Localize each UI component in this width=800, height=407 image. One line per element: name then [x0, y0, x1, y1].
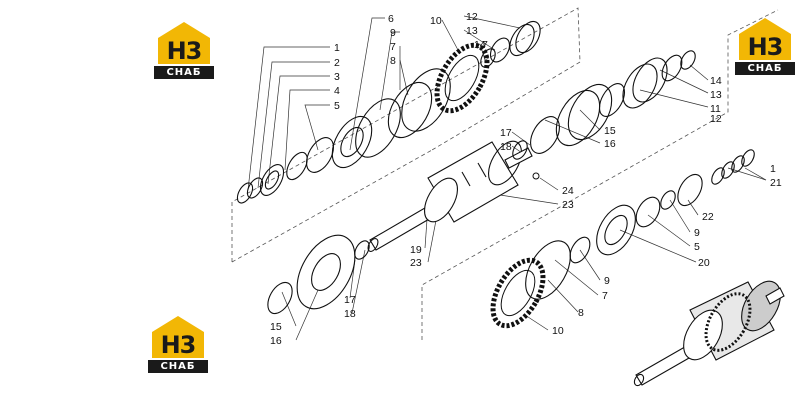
main-shaft: [367, 140, 533, 252]
logo-plate: [739, 34, 791, 60]
assembled-view: [633, 280, 785, 387]
logo-mark: H3: [160, 331, 197, 359]
callout-label: 7: [602, 290, 608, 302]
logo-mark: H3: [166, 37, 203, 65]
callout-label: 12: [466, 11, 478, 23]
callout-label: 18: [500, 141, 512, 153]
callout-label: 12: [710, 113, 722, 125]
callout-label: 19: [410, 244, 422, 256]
callout-label: 8: [578, 307, 584, 319]
callout-label: 15: [270, 321, 282, 333]
callout-label: 9: [390, 27, 396, 39]
logo-plate: [158, 38, 210, 64]
callout-label: 16: [604, 138, 616, 150]
lower-left-group: [267, 234, 370, 315]
callout-label: 6: [388, 13, 394, 25]
logo-name: CHAБ: [154, 66, 214, 79]
callout-label: 9: [604, 275, 610, 287]
logo-plate: [152, 332, 204, 358]
callout-label: 11: [710, 103, 721, 115]
callout-label: 17: [500, 127, 512, 139]
upper-right-rings: [480, 20, 541, 68]
logo-roof-icon: [739, 18, 791, 34]
logo-roof-icon: [152, 316, 204, 332]
small-plug: [532, 172, 540, 180]
callout-label: 7: [482, 39, 488, 51]
logo-mark: H3: [747, 33, 784, 61]
logo-name: CHAБ: [735, 62, 795, 75]
callout-label: 18: [344, 308, 356, 320]
callout-label: 4: [334, 85, 340, 97]
brand-logo: H3 CHAБ: [733, 18, 795, 76]
callout-label: 1: [334, 42, 340, 54]
callout-label: 23: [410, 257, 422, 269]
callout-label: 5: [334, 100, 340, 112]
right-upper-group: [512, 50, 696, 160]
clutch-plate-upper: [434, 42, 490, 114]
callout-label: 9: [694, 227, 700, 239]
callout-label: 7: [390, 41, 396, 53]
logo-roof-icon: [158, 22, 210, 38]
brand-logo: H3 CHAБ: [152, 22, 214, 80]
callout-label: 23: [562, 199, 574, 211]
callout-label: 21: [770, 177, 782, 189]
callout-label: 14: [474, 39, 486, 51]
right-lower-group: [525, 149, 755, 300]
callout-label: 24: [562, 185, 574, 197]
callout-label: 14: [710, 75, 722, 87]
logo-name: CHAБ: [148, 360, 208, 373]
callout-label: 2: [334, 57, 340, 69]
callout-label: 1: [770, 163, 776, 175]
brand-logo: H3 CHAБ: [146, 316, 208, 374]
callout-label: 5: [694, 241, 700, 253]
callout-label: 13: [710, 89, 722, 101]
callout-label: 8: [390, 55, 396, 67]
callout-label: 16: [270, 335, 282, 347]
callout-label: 17: [344, 294, 356, 306]
callout-label: 20: [698, 257, 710, 269]
callout-label: 15: [604, 125, 616, 137]
clutch-plate-lower: [490, 257, 546, 329]
callout-label: 13: [466, 25, 478, 37]
callout-label: 10: [430, 15, 442, 27]
callout-label: 22: [702, 211, 714, 223]
leader-lines: [247, 15, 767, 341]
callout-label: 3: [334, 71, 340, 83]
assembly-frame: [231, 7, 779, 340]
callout-label: 10: [552, 325, 564, 337]
